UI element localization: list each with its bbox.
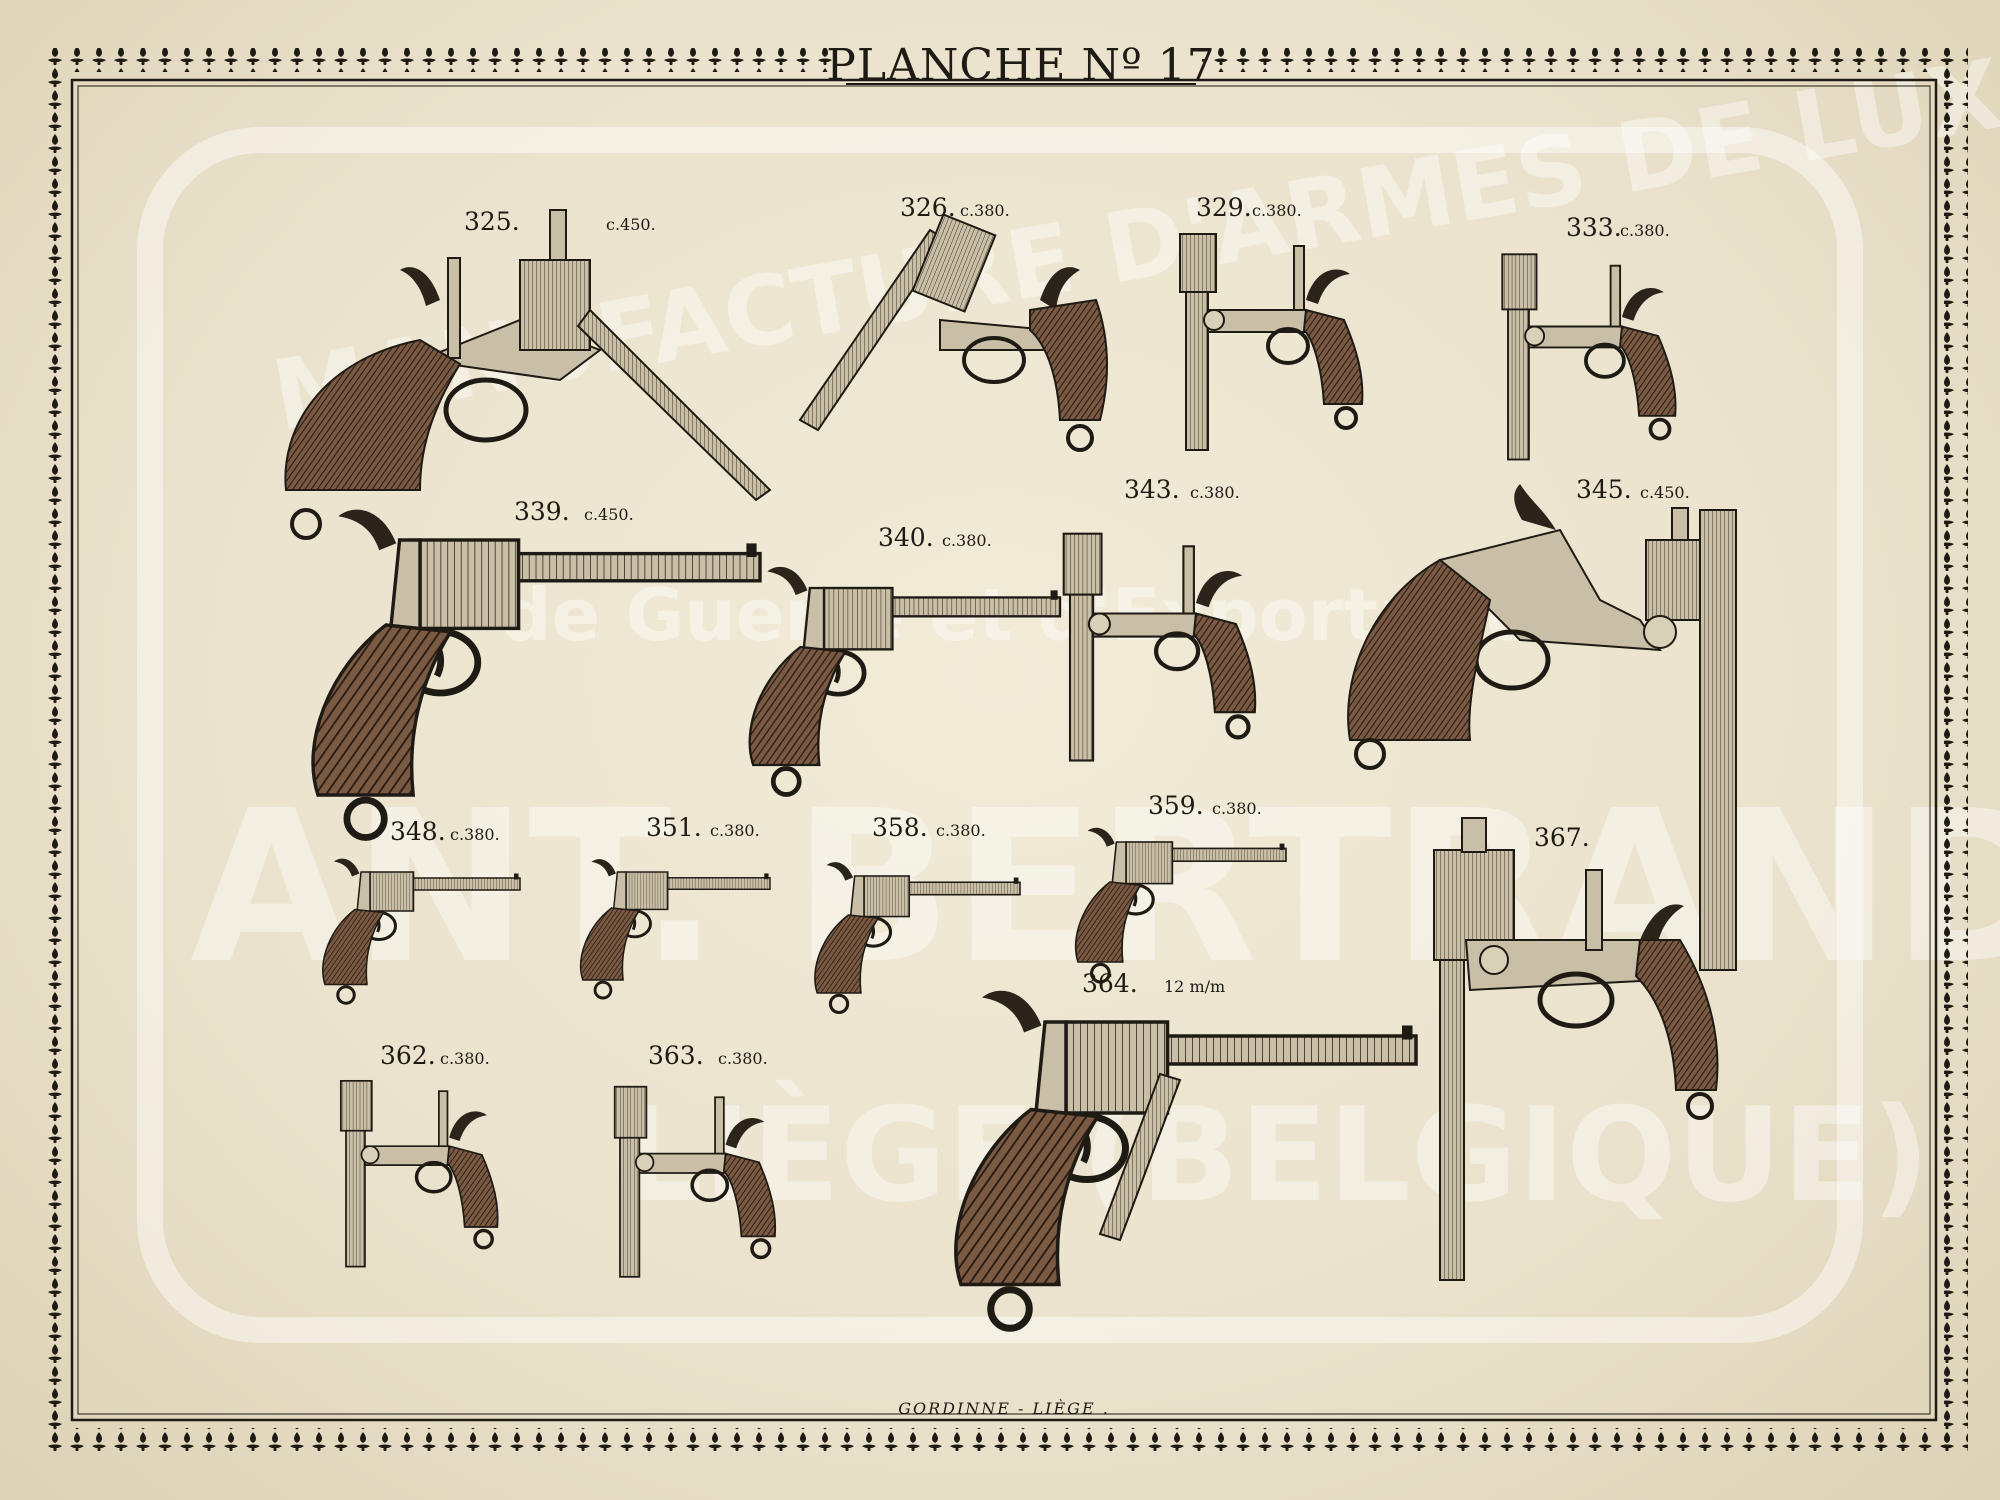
revolver-326-illustration [798,213,1109,452]
item-number: 367. [1534,823,1590,852]
revolver-333-illustration [1500,252,1678,462]
item-number: 363. [648,1041,704,1070]
item-caliber: c.450. [1640,483,1690,502]
revolver-362-illustration [339,1079,500,1269]
ornamental-border [40,48,1968,1452]
printer-imprint: GORDINNE - LIÈGE . [898,1398,1110,1418]
item-number: 358. [872,813,928,842]
item-caliber: c.450. [584,505,634,524]
item-caliber: c.380. [942,531,992,550]
item-caliber: c.380. [440,1049,490,1068]
item-caliber: c.380. [1252,201,1302,220]
item-number: 339. [514,497,570,526]
item-caliber: c.380. [1190,483,1240,502]
item-caliber: c.380. [936,821,986,840]
item-labels: 325. c.450. 326. c.380. 329. c.380. 333.… [380,193,1690,1070]
revolver-345-illustration [1347,484,1737,971]
item-number: 351. [646,813,702,842]
item-number: 329. [1196,193,1252,222]
revolver-illustrations [284,209,1737,1328]
item-number: 359. [1148,791,1204,820]
item-number: 362. [380,1041,436,1070]
revolver-364-loading-rod [1098,1072,1182,1242]
item-number: 348. [390,817,446,846]
revolver-367-illustration [1433,817,1719,1281]
plate-title: PLANCHE Nº 17 [826,40,1215,91]
item-caliber: 12 m/m [1164,977,1225,996]
item-number: 333. [1566,213,1622,242]
item-number: 345. [1576,475,1632,504]
item-caliber: c.380. [960,201,1010,220]
item-caliber: c.380. [718,1049,768,1068]
item-caliber: c.380. [710,821,760,840]
item-caliber: c.380. [1620,221,1670,240]
item-number: 325. [464,207,520,236]
item-caliber: c.380. [1212,799,1262,818]
item-number: 343. [1124,475,1180,504]
item-caliber: c.450. [606,215,656,234]
watermark-cartouche [137,127,1863,1343]
item-caliber: c.380. [450,825,500,844]
item-number: 340. [878,523,934,552]
revolver-325-illustration [284,209,772,540]
watermark-line-4: LIÈGE (BELGIQUE) [620,1079,1930,1231]
